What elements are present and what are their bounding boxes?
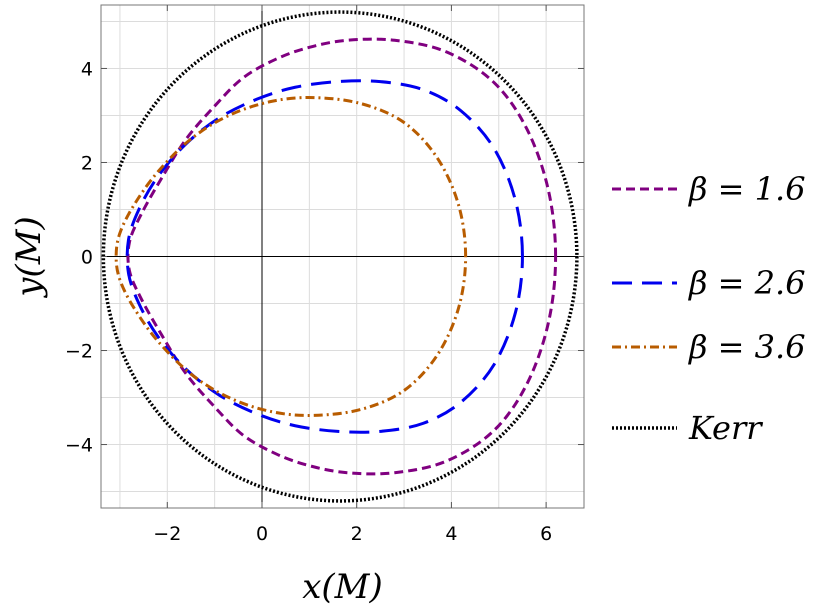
y-tick-label: −2 xyxy=(65,341,93,363)
y-tick-label: −4 xyxy=(65,435,93,457)
zero-axes xyxy=(101,5,584,508)
series-layer xyxy=(101,10,579,503)
y-tick-label: 0 xyxy=(81,247,93,269)
y-axis-label: y(M) xyxy=(9,216,49,299)
x-tick-label: 6 xyxy=(540,523,552,545)
tick-labels: −2 0 2 4 6 −4 −2 0 2 4 xyxy=(65,5,584,545)
legend-label: β = 3.6 xyxy=(688,328,806,366)
legend-label: β = 1.6 xyxy=(688,170,806,208)
grid xyxy=(101,5,584,508)
x-axis-label: x(M) xyxy=(302,567,383,607)
legend-label: β = 2.6 xyxy=(688,264,806,302)
x-tick-label: 2 xyxy=(351,523,363,545)
x-tick-label: 4 xyxy=(445,523,457,545)
series--1-6-curve xyxy=(126,37,558,476)
y-tick-label: 2 xyxy=(81,152,93,174)
series--2-6-curve xyxy=(125,79,524,434)
y-tick-label: 4 xyxy=(81,58,93,80)
x-tick-label: −2 xyxy=(153,523,181,545)
legend-label: Kerr xyxy=(688,409,763,447)
series-kerr-curve xyxy=(101,10,579,503)
x-tick-label: 0 xyxy=(256,523,268,545)
